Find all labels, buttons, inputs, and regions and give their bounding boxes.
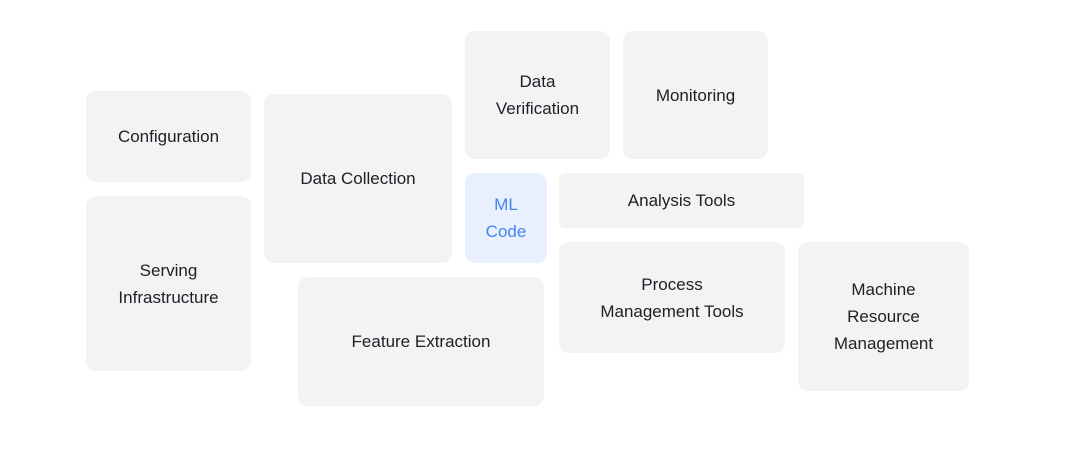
analysis-tools-label: Analysis Tools [627,191,736,210]
ml-code-label: ML Code [485,195,527,241]
data-verification-box: Data Verification [465,31,610,159]
serving-infrastructure-label: Serving Infrastructure [118,260,219,307]
machine-resource-management-box: Machine Resource Management [798,242,969,391]
ml-code-box: ML Code [465,173,547,263]
data-verification-label: Data Verification [495,72,580,118]
data-collection-label: Data Collection [300,169,416,188]
machine-resource-management-label: Machine Resource Management [833,280,934,353]
monitoring-label: Monitoring [655,85,736,105]
process-management-tools-box: Process Management Tools [559,242,785,353]
data-collection-box: Data Collection [264,94,452,263]
process-management-tools-label: Process Management Tools [600,274,744,321]
configuration-box: Configuration [86,91,251,182]
feature-extraction-label: Feature Extraction [351,332,491,351]
serving-infrastructure-box: Serving Infrastructure [86,196,251,371]
feature-extraction-box: Feature Extraction [298,277,544,406]
analysis-tools-box: Analysis Tools [559,173,804,228]
monitoring-box: Monitoring [623,31,768,159]
configuration-label: Configuration [117,127,220,146]
